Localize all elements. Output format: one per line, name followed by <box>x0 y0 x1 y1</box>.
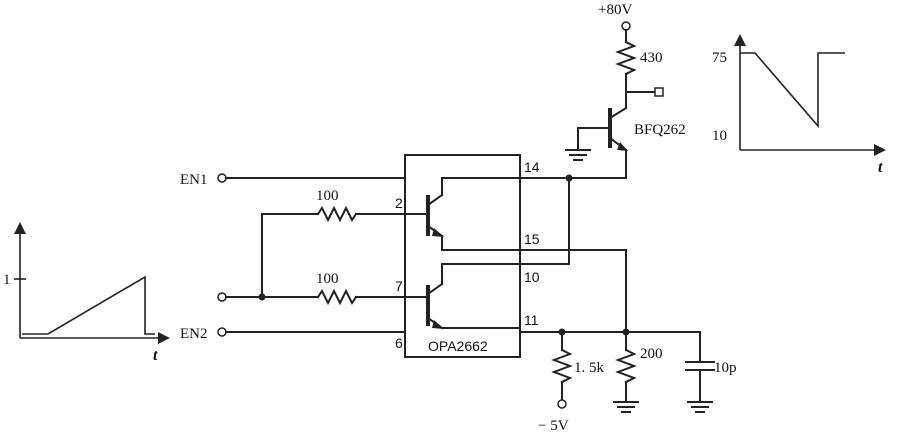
output-x-arrow <box>874 144 886 156</box>
output-y-top-label: 75 <box>712 50 727 66</box>
pin-10-label: 10 <box>524 269 540 285</box>
resistor-100-bottom-label: 100 <box>316 271 339 287</box>
supply-branch: +80V 430 <box>598 2 664 109</box>
pin-11-label: 11 <box>524 312 539 328</box>
input-wiring: EN1 EN2 100 100 <box>180 172 429 342</box>
output-terminal <box>654 87 664 97</box>
resistor-200-label: 200 <box>640 346 663 362</box>
pin-2-label: 2 <box>395 195 403 211</box>
signal-input-terminal <box>217 292 227 302</box>
transistor-label: BFQ262 <box>634 122 686 138</box>
resistor-1-5k-label: 1. 5k <box>574 360 605 376</box>
resistor-100-top <box>316 205 358 223</box>
input-x-arrow <box>158 332 170 344</box>
en1-terminal <box>217 173 227 183</box>
resistor-100-top-label: 100 <box>316 188 339 204</box>
input-y-tick-label: 1 <box>3 272 11 288</box>
resistor-1-5k <box>551 348 573 384</box>
input-waveform: 1 t <box>3 222 170 364</box>
resistor-430-label: 430 <box>640 50 663 66</box>
en2-label: EN2 <box>180 326 208 342</box>
pin-14-label: 14 <box>524 159 540 175</box>
supply-pos-terminal <box>621 21 631 31</box>
output-x-label: t <box>878 159 883 176</box>
ic-label: OPA2662 <box>428 338 488 354</box>
output-waveform: 75 10 t <box>712 34 886 176</box>
output-y-bottom-label: 10 <box>712 128 727 144</box>
transistor-bfq262: BFQ262 <box>565 106 686 179</box>
input-ramp-trace <box>22 275 155 335</box>
output-y-arrow <box>734 34 746 46</box>
pin-6-label: 6 <box>395 335 403 351</box>
supply-neg-terminal <box>557 399 567 409</box>
ic-opa2662: OPA2662 2 7 6 14 15 10 11 <box>395 154 540 358</box>
capacitor-10p-label: 10p <box>714 360 737 376</box>
resistor-100-bottom <box>316 288 358 306</box>
resistor-200 <box>615 348 637 384</box>
en1-label: EN1 <box>180 172 208 188</box>
supply-neg-label: − 5V <box>538 418 569 433</box>
supply-pos-label: +80V <box>598 2 632 18</box>
output-sawtooth-trace <box>740 52 845 129</box>
input-y-arrow <box>14 222 26 234</box>
pin-15-label: 15 <box>524 231 540 247</box>
en2-terminal <box>217 327 227 337</box>
output-wiring: 1. 5k − 5V 200 10p <box>519 174 737 433</box>
resistor-430 <box>615 40 637 76</box>
ic-outline <box>404 154 521 358</box>
pin-7-label: 7 <box>395 278 403 294</box>
input-x-label: t <box>153 347 158 364</box>
